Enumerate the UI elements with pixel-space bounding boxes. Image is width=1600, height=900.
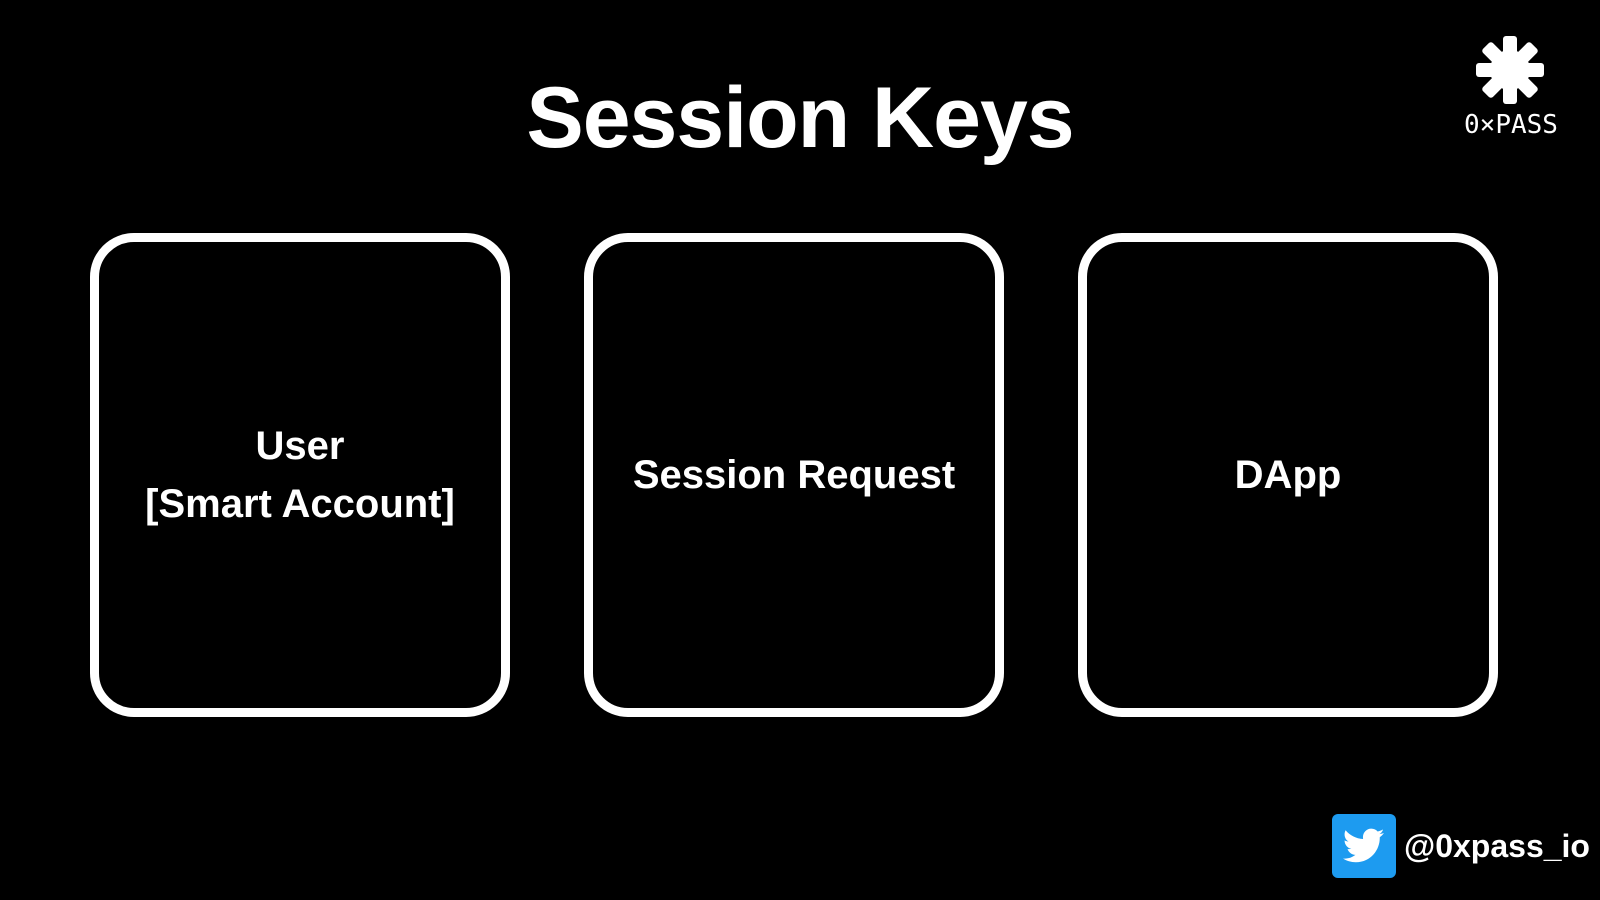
session-request-box: Session Request xyxy=(584,233,1004,717)
card-label-session-request: Session Request xyxy=(632,453,956,497)
social-handle: @0xpass_io xyxy=(1332,814,1590,878)
twitter-icon xyxy=(1332,814,1396,878)
card-label-dapp: DApp xyxy=(1234,453,1342,497)
brand-logo: 0×PASS xyxy=(1452,34,1570,144)
logo-wordmark: 0×PASS xyxy=(1464,110,1558,140)
twitter-handle: @0xpass_io xyxy=(1404,828,1590,864)
user-smart-account-box: User [Smart Account] xyxy=(90,233,510,717)
dapp-box: DApp xyxy=(1078,233,1498,717)
card-label-user: User [Smart Account] xyxy=(145,424,455,526)
slide-title: Session Keys xyxy=(526,70,1074,166)
asterisk-logo-icon xyxy=(1476,36,1544,104)
twitter-bird-icon xyxy=(1343,828,1385,863)
